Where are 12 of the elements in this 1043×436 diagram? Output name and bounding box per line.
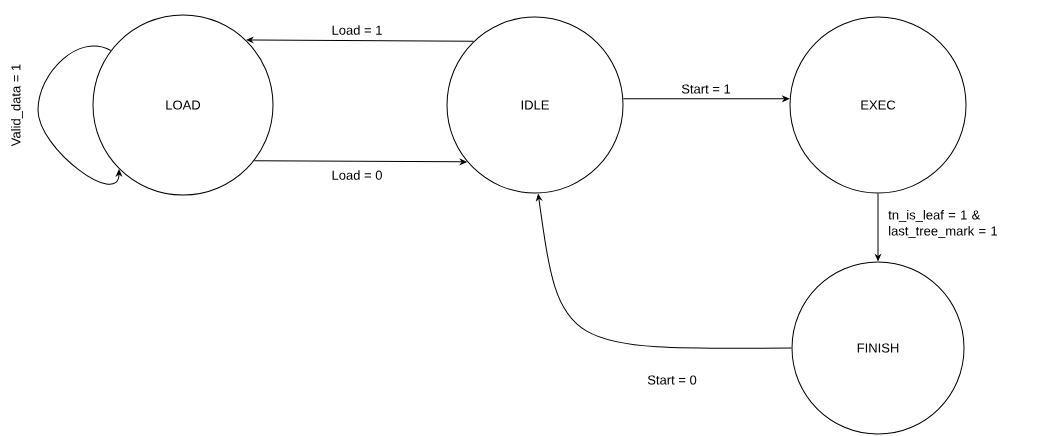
edge-label: Start = 1 <box>681 84 731 94</box>
edge-label: Valid_data = 1 <box>11 64 23 147</box>
arrow <box>536 194 792 349</box>
edge-label: tn_is_leaf = 1 & last_tree_mark = 1 <box>888 210 998 238</box>
arrow <box>246 37 475 43</box>
edge-label: Load = 1 <box>332 25 382 35</box>
arrow <box>875 193 881 261</box>
arrow <box>253 159 467 165</box>
edge-label: Start = 0 <box>647 375 697 385</box>
arrow <box>37 45 122 185</box>
edge-label: Load = 0 <box>332 170 382 180</box>
arrow <box>622 96 789 102</box>
